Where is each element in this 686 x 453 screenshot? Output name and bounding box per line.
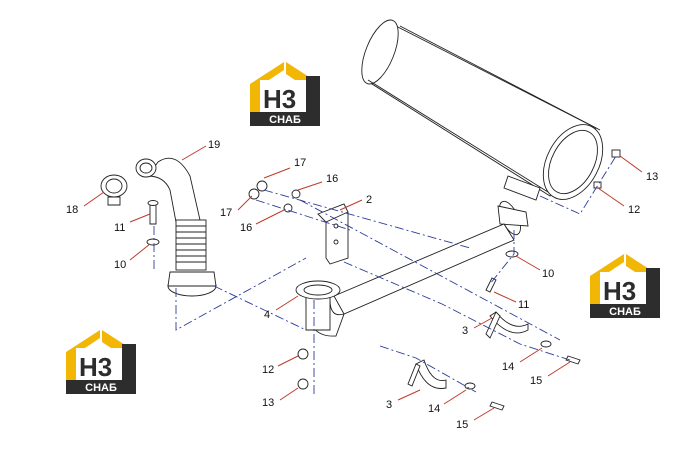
callout-16: 16 — [240, 222, 252, 234]
watermark-logo-top: H3 СНАБ — [250, 62, 320, 126]
logo-mark: H3 — [263, 84, 296, 114]
assembly-centerlines — [153, 155, 617, 396]
callout-18: 18 — [66, 204, 78, 216]
callout-19: 19 — [208, 139, 220, 151]
callout-15: 15 — [456, 419, 468, 431]
callout-3: 3 — [386, 399, 392, 411]
logo-mark: H3 — [79, 352, 112, 382]
callout-labels: 19 18 11 10 17 17 16 16 2 4 12 13 13 12 … — [66, 139, 658, 431]
callout-11: 11 — [518, 299, 529, 311]
watermark-logo-right: H3 СНАБ — [590, 254, 660, 318]
callout-13: 13 — [646, 171, 658, 183]
callout-13: 13 — [262, 397, 274, 409]
callout-16: 16 — [326, 173, 338, 185]
callout-11: 11 — [114, 222, 125, 234]
callout-10: 10 — [542, 268, 554, 280]
mounting-bracket — [317, 203, 349, 265]
flexible-pipe — [100, 157, 217, 297]
logo-caption: СНАБ — [609, 306, 641, 318]
logo-mark: H3 — [603, 276, 636, 306]
logo-caption: СНАБ — [85, 382, 117, 394]
callout-10: 10 — [114, 259, 126, 271]
callout-17: 17 — [294, 157, 306, 169]
callout-15: 15 — [530, 375, 542, 387]
callout-4: 4 — [264, 309, 270, 321]
muffler — [361, 19, 621, 201]
callout-12: 12 — [628, 204, 640, 216]
pipe-clamp-lower — [407, 359, 447, 389]
callout-14: 14 — [428, 403, 440, 415]
callout-17: 17 — [220, 207, 232, 219]
pipe-clamp-upper — [485, 311, 529, 339]
callout-12: 12 — [262, 364, 274, 376]
callout-2: 2 — [366, 194, 372, 206]
logo-caption: СНАБ — [269, 114, 301, 126]
callout-3: 3 — [462, 325, 468, 337]
callout-14: 14 — [502, 361, 514, 373]
watermark-logo-left: H3 СНАБ — [66, 330, 136, 394]
leader-lines — [83, 145, 643, 421]
exhaust-pipe — [295, 200, 529, 337]
fasteners — [146, 180, 581, 411]
